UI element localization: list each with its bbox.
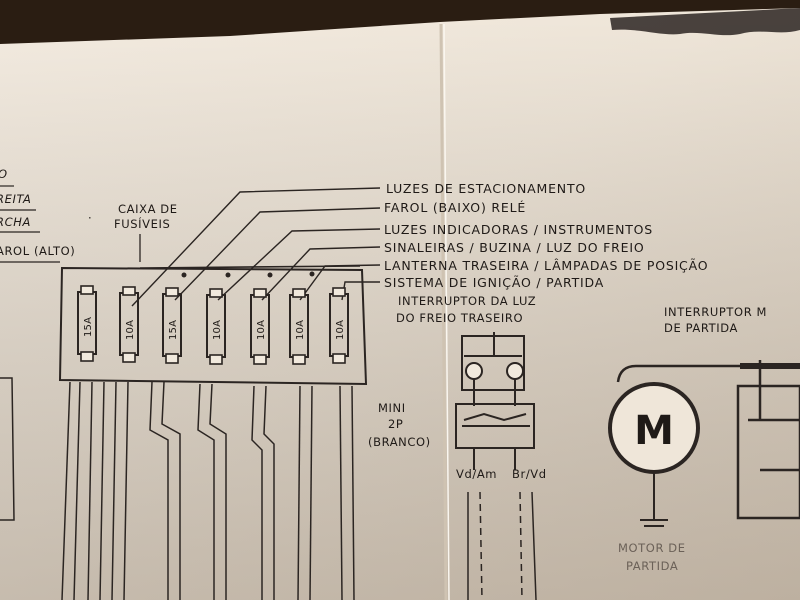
fuse-rating-4: 10A <box>212 320 223 340</box>
mini-connector-symbol <box>455 403 535 470</box>
fuse-slot-2: 10A <box>119 286 139 363</box>
motor-label-line2: PARTIDA <box>626 559 678 573</box>
paper-shadow <box>0 8 800 600</box>
start-switch-title-line1: INTERRUPTOR M <box>664 305 767 319</box>
fuse-rating-6: 10A <box>295 320 306 340</box>
connector-label-line3: (BRANCO) <box>368 435 431 449</box>
fuse-bus-bar <box>139 265 361 269</box>
circuit-label-6: SISTEMA DE IGNIÇÃO / PARTIDA <box>384 275 604 290</box>
left-edge-labels: O REITA RCHA AROL (ALTO) <box>0 167 75 263</box>
bus-junction-dots <box>181 271 315 278</box>
brake-switch-symbol <box>461 332 525 406</box>
left-label-2: REITA <box>0 192 31 206</box>
fuse-slot-7: 10A <box>329 287 349 364</box>
brake-switch-title-line1: INTERRUPTOR DA LUZ <box>398 294 536 308</box>
fuse-slot-1: 15A <box>77 285 97 362</box>
left-label-1: O <box>0 167 8 181</box>
brake-switch-title-line2: DO FREIO TRASEIRO <box>396 311 523 325</box>
motor-symbol: M <box>634 408 674 454</box>
connector-label-line2: 2P <box>388 417 403 431</box>
circuit-label-2: FAROL (BAIXO) RELÉ <box>384 200 526 215</box>
top-print-fragment <box>610 8 800 36</box>
paper-fold <box>439 23 448 600</box>
left-label-3: RCHA <box>0 215 31 229</box>
starter-motor: M <box>608 382 700 527</box>
fuse-slot-6: 10A <box>289 288 309 365</box>
circuit-label-1: LUZES DE ESTACIONAMENTO <box>386 181 586 196</box>
fuse-slot-4: 10A <box>206 288 226 365</box>
wire-color-right: Br/Vd <box>512 467 547 481</box>
left-label-4: AROL (ALTO) <box>0 244 75 258</box>
start-switch-title-line2: DE PARTIDA <box>664 321 738 335</box>
motor-label-line1: MOTOR DE <box>618 541 686 555</box>
svg-text:·: · <box>88 211 92 225</box>
fuse-rating-1: 15A <box>83 317 94 337</box>
wire-color-left: Vd/Am <box>456 467 497 481</box>
starter-relay-symbol <box>616 360 800 520</box>
fuse-rating-2: 10A <box>125 320 136 340</box>
fuse-box-frame <box>58 266 368 386</box>
circuit-label-5: LANTERNA TRASEIRA / LÂMPADAS DE POSIÇÃO <box>384 258 708 273</box>
connector-output-wires <box>467 491 537 600</box>
fuse-box-title-line2: FUSÍVEIS <box>114 216 170 231</box>
fuse-slot-3: 15A <box>162 287 182 364</box>
connector-label-line1: MINI <box>378 401 406 415</box>
fuse-rating-7: 10A <box>335 320 346 340</box>
fuse-box-title-line1: CAIXA DE <box>118 202 178 216</box>
fuse-slot-5: 10A <box>250 288 270 365</box>
circuit-label-4: SINALEIRAS / BUZINA / LUZ DO FREIO <box>384 240 644 255</box>
fuse-rating-5: 10A <box>256 320 267 340</box>
circuit-label-3: LUZES INDICADORAS / INSTRUMENTOS <box>384 222 653 237</box>
left-component-fragment <box>0 377 15 521</box>
fuse-output-wires <box>61 381 355 600</box>
circuit-labels: LUZES DE ESTACIONAMENTO FAROL (BAIXO) RE… <box>384 181 708 290</box>
fuse-rating-3: 15A <box>168 320 179 340</box>
